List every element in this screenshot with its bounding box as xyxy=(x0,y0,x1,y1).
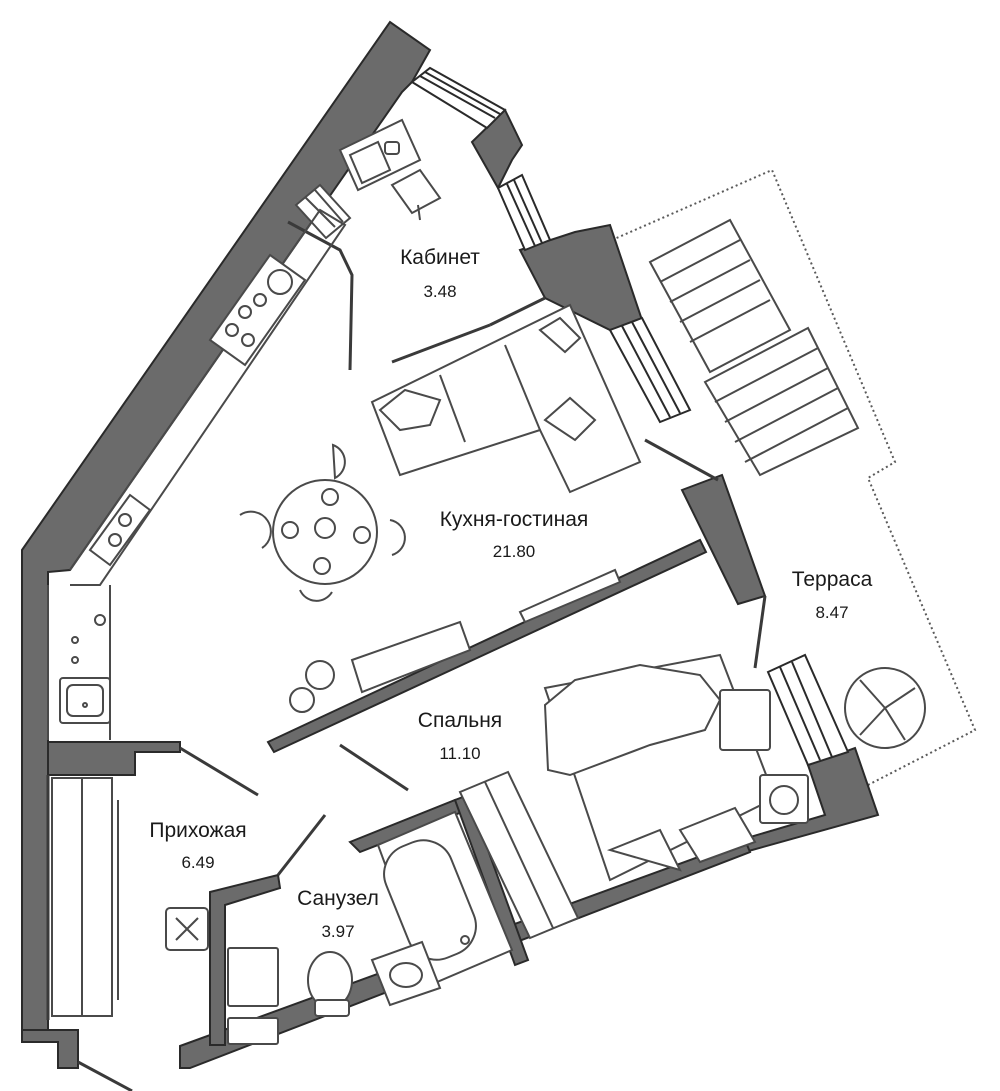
room-area: 3.48 xyxy=(423,282,456,301)
washing-machine-icon xyxy=(759,774,809,824)
room-label-kitchen-living: Кухня-гостиная 21.80 xyxy=(440,508,589,561)
room-name: Прихожая xyxy=(149,819,246,842)
sink-icon xyxy=(59,677,111,724)
room-label-bathroom: Санузел 3.97 xyxy=(297,887,379,941)
room-name: Кабинет xyxy=(400,246,480,269)
hob-icon xyxy=(71,493,152,664)
room-area: 11.10 xyxy=(439,744,480,763)
room-name: Санузел xyxy=(297,887,379,910)
bathtub-icon xyxy=(376,810,514,987)
room-area: 8.47 xyxy=(815,603,848,622)
room-label-bedroom: Спальня 11.10 xyxy=(418,709,502,763)
terrace-boundary xyxy=(611,168,977,786)
door-lines xyxy=(46,220,767,1091)
toilet-icon xyxy=(307,951,353,1017)
room-label-terrace: Терраса 8.47 xyxy=(792,568,873,622)
windows xyxy=(410,66,850,767)
wardrobe-icon xyxy=(458,770,580,940)
deck-chair-icon xyxy=(648,218,860,477)
room-area: 6.49 xyxy=(181,853,214,872)
chair-icon xyxy=(390,168,442,221)
room-name: Кухня-гостиная xyxy=(440,508,589,531)
sofa-icon xyxy=(370,303,642,494)
bath-sink-icon xyxy=(370,940,442,1007)
hallway-pouf-icon xyxy=(165,907,209,951)
dining-table-icon xyxy=(239,443,406,602)
desk-icon xyxy=(338,118,422,192)
hallway-wardrobe-icon xyxy=(51,777,119,1017)
stove-icon xyxy=(208,253,307,367)
room-name: Спальня xyxy=(418,709,502,732)
room-label-cabinet: Кабинет 3.48 xyxy=(400,246,480,301)
bedroom-shelf-icon xyxy=(350,568,622,694)
room-area: 21.80 xyxy=(493,542,536,561)
room-name: Терраса xyxy=(792,568,873,591)
room-label-hallway: Прихожая 6.49 xyxy=(149,819,246,872)
plant-icon xyxy=(289,660,926,749)
boiler-icon xyxy=(227,947,279,1045)
bed-icon xyxy=(543,653,777,882)
room-area: 3.97 xyxy=(321,922,354,941)
